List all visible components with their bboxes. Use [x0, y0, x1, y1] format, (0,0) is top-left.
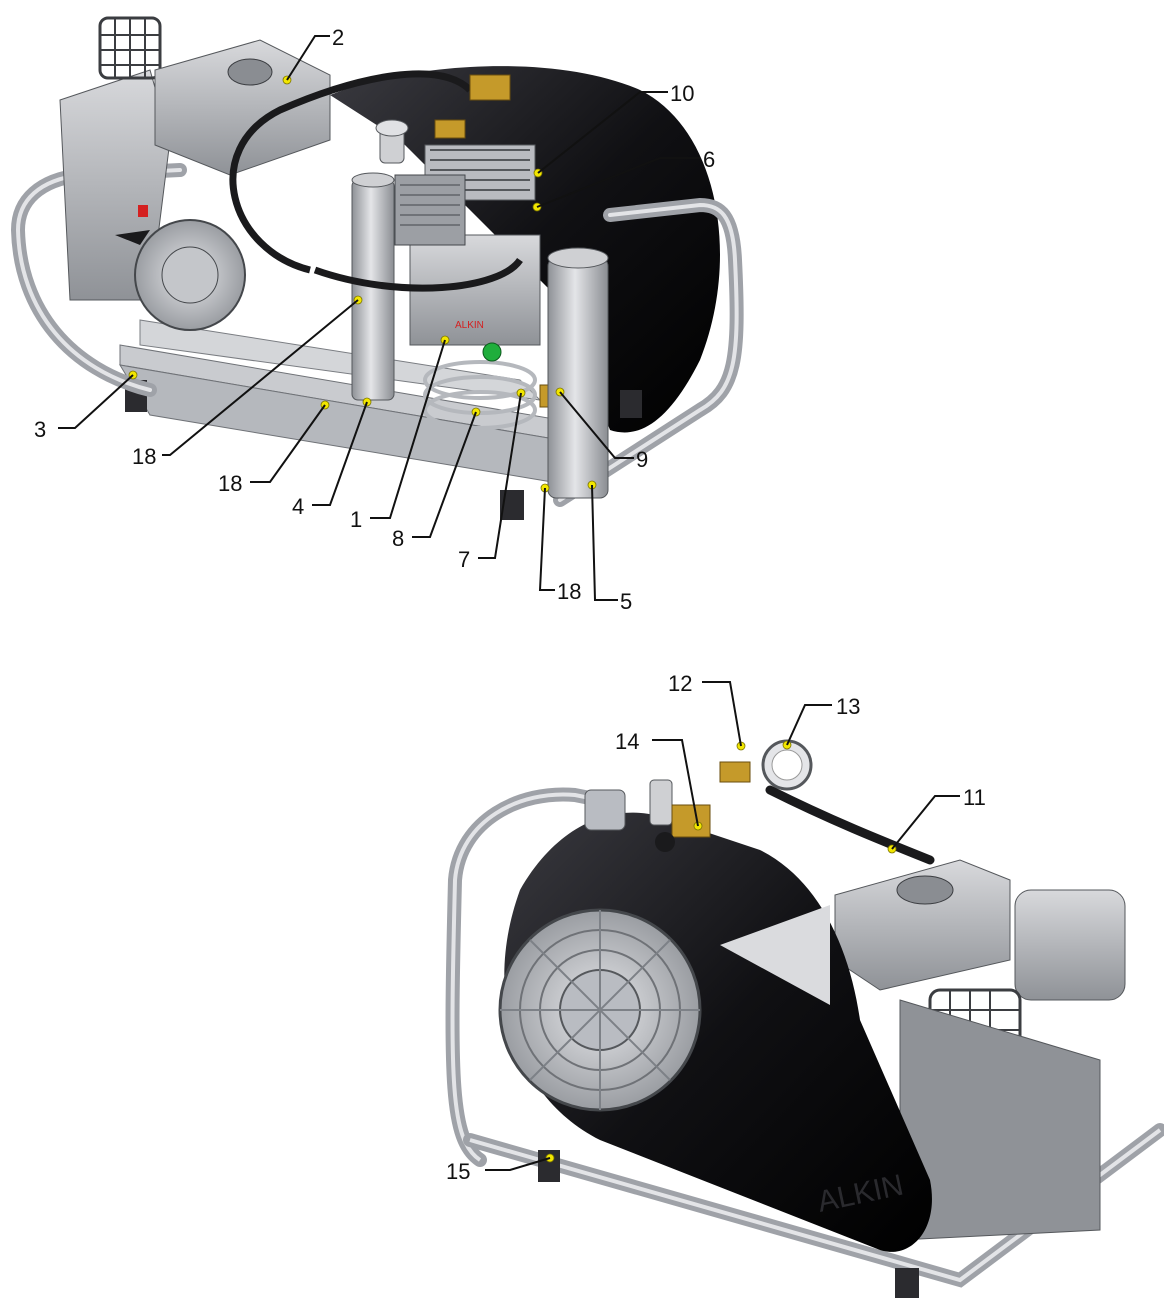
- callout-1: 1: [350, 339, 446, 532]
- svg-text:4: 4: [292, 494, 304, 519]
- filter-cartridge-right: [547, 247, 609, 499]
- callouts-top: 2 10 6 3 18 18 4 1: [34, 25, 715, 614]
- separator-left: [351, 172, 395, 401]
- filling-hose-rear: [765, 785, 935, 865]
- cylinder-fins: [394, 174, 466, 246]
- filling-hose-top: [229, 70, 473, 274]
- callout-11: 11: [891, 785, 986, 850]
- svg-text:7: 7: [458, 547, 470, 572]
- svg-text:2: 2: [332, 25, 344, 50]
- rear-brass-valve: [671, 804, 711, 838]
- fan-grille: [498, 908, 702, 1112]
- svg-text:9: 9: [636, 447, 648, 472]
- svg-text:13: 13: [836, 694, 860, 719]
- callout-18-c: 18: [538, 487, 581, 604]
- svg-text:14: 14: [615, 729, 639, 754]
- svg-text:5: 5: [620, 589, 632, 614]
- compressor-rear-view: ALKIN: [445, 739, 1164, 1298]
- svg-text:3: 3: [34, 417, 46, 442]
- callout-8: 8: [392, 411, 477, 551]
- callout-15: 15: [446, 1157, 551, 1184]
- svg-text:15: 15: [446, 1159, 470, 1184]
- callout-10: 10: [537, 81, 694, 174]
- svg-text:18: 18: [218, 471, 242, 496]
- callout-4: 4: [292, 401, 368, 519]
- rear-engine: [834, 859, 1126, 1241]
- svg-text:8: 8: [392, 526, 404, 551]
- engine-switch: [138, 205, 148, 217]
- callout-5: 5: [591, 484, 632, 614]
- callout-18-b: 18: [218, 404, 326, 496]
- svg-text:6: 6: [703, 147, 715, 172]
- callout-18-a: 18: [132, 299, 359, 469]
- callouts-bottom: 12 13 14 11 15: [446, 671, 986, 1184]
- cooling-coil: [423, 360, 537, 430]
- callout-9: 9: [559, 391, 648, 472]
- callout-6: 6: [536, 147, 715, 208]
- brass-fitting-top: [469, 74, 511, 101]
- svg-text:18: 18: [132, 444, 156, 469]
- compressor-front-view: ALKIN: [10, 16, 744, 520]
- svg-text:1: 1: [350, 507, 362, 532]
- green-valve: [482, 342, 502, 362]
- petrol-engine: [59, 16, 331, 331]
- callout-3: 3: [34, 374, 134, 442]
- block-brand: ALKIN: [455, 320, 484, 331]
- callout-14: 14: [615, 729, 699, 827]
- svg-text:18: 18: [557, 579, 581, 604]
- fuel-tank: [154, 39, 331, 176]
- callout-12: 12: [668, 671, 742, 747]
- fuel-cap: [227, 58, 273, 86]
- svg-text:11: 11: [963, 785, 986, 810]
- svg-text:10: 10: [670, 81, 694, 106]
- callout-7: 7: [458, 392, 522, 572]
- callout-13: 13: [786, 694, 860, 746]
- callout-2: 2: [286, 25, 344, 81]
- marker-dots-top: [128, 75, 597, 493]
- svg-text:12: 12: [668, 671, 692, 696]
